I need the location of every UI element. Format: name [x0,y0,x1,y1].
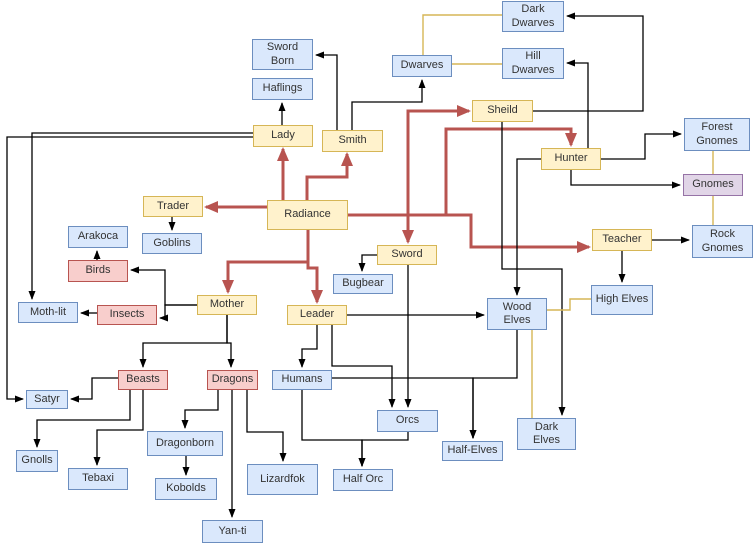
edge-leader-to-orcs[interactable] [331,325,396,408]
edge-beasts-to-satyr[interactable] [70,377,118,403]
node-gnolls[interactable]: Gnolls [16,450,58,472]
node-sword[interactable]: Sword [377,245,437,265]
edge-mother-to-birds[interactable] [130,266,197,306]
node-high-elves[interactable]: High Elves [591,285,653,315]
edge-lady-to-satyr[interactable] [6,136,253,403]
edge-dragons-to-dragonborn[interactable] [181,390,219,429]
edge-sheild-to-dark-elves[interactable] [501,122,566,416]
node-sheild[interactable]: Sheild [472,100,533,122]
node-bugbear[interactable]: Bugbear [333,274,393,294]
edge-humans-to-half-orc[interactable] [301,390,366,467]
node-radiance[interactable]: Radiance [267,200,348,230]
node-dwarves[interactable]: Dwarves [392,55,452,77]
node-lady[interactable]: Lady [253,125,313,147]
node-birds[interactable]: Birds [68,260,128,282]
edge-orcs-to-half-orc[interactable] [358,432,409,467]
node-arakoca[interactable]: Arakoca [68,226,128,248]
node-gnomes[interactable]: Gnomes [683,174,743,196]
edge-wood-elves-to-half-elves[interactable] [469,330,518,439]
node-teacher[interactable]: Teacher [592,229,652,251]
edge-radiance-to-smith[interactable] [305,152,353,200]
node-goblins[interactable]: Goblins [142,233,202,254]
edge-group [6,12,714,518]
edge-hunter-to-hill-dwarves[interactable] [566,59,589,148]
edge-mother-to-insects[interactable] [159,304,197,322]
node-smith[interactable]: Smith [322,130,383,152]
node-satyr[interactable]: Satyr [26,390,68,409]
edge-lady-to-moth-lit[interactable] [28,132,253,300]
edge-radiance-to-mother[interactable] [222,230,310,294]
node-forest-gnomes[interactable]: Forest Gnomes [684,118,750,151]
edge-radiance-to-teacher[interactable] [348,213,591,253]
node-yan-ti[interactable]: Yan-ti [202,520,263,543]
node-hunter[interactable]: Hunter [541,148,601,170]
edge-beasts-to-tebaxi[interactable] [93,390,144,466]
edge-leader-to-humans[interactable] [298,325,318,368]
node-sword-born[interactable]: Sword Born [252,39,313,70]
edge-hunter-to-wood-elves[interactable] [513,158,541,296]
node-dragons[interactable]: Dragons [207,370,258,390]
edge-beasts-to-gnolls[interactable] [33,390,131,448]
edge-hunter-to-forest-gnomes[interactable] [601,130,682,160]
node-orcs[interactable]: Orcs [377,410,438,432]
node-trader[interactable]: Trader [143,196,203,217]
node-kobolds[interactable]: Kobolds [155,478,217,500]
edge-radiance-to-sheild[interactable] [348,105,471,217]
node-rock-gnomes[interactable]: Rock Gnomes [692,225,753,258]
edge-smith-to-sword-born[interactable] [315,51,338,130]
node-dark-elves[interactable]: Dark Elves [517,418,576,450]
edge-smith-to-dwarves[interactable] [351,79,426,130]
edge-wood-elves-to-high-elves[interactable] [547,298,591,311]
node-half-orc[interactable]: Half Orc [333,469,393,491]
edge-sword-to-bugbear[interactable] [358,254,377,272]
edge-dwarves-to-dark-dwarves[interactable] [422,14,502,55]
node-leader[interactable]: Leader [287,305,347,325]
node-dark-dwarves[interactable]: Dark Dwarves [502,1,564,32]
edge-radiance-to-sword[interactable] [348,213,414,244]
node-moth-lit[interactable]: Moth-lit [18,302,78,323]
node-insects[interactable]: Insects [97,305,157,325]
node-humans[interactable]: Humans [272,370,332,390]
node-beasts[interactable]: Beasts [118,370,168,390]
node-dragonborn[interactable]: Dragonborn [147,431,223,456]
edge-radiance-to-leader[interactable] [306,230,323,304]
node-haflings[interactable]: Haflings [252,78,313,100]
edge-hunter-to-gnomes[interactable] [570,170,681,189]
edge-dragons-to-lizardfok[interactable] [246,390,287,462]
node-tebaxi[interactable]: Tebaxi [68,468,128,490]
edge-mother-to-dragons[interactable] [226,315,235,368]
node-wood-elves[interactable]: Wood Elves [487,298,547,330]
node-lizardfok[interactable]: Lizardfok [247,464,318,495]
node-mother[interactable]: Mother [197,295,257,315]
node-hill-dwarves[interactable]: Hill Dwarves [502,48,564,79]
node-half-elves[interactable]: Half-Elves [442,441,503,461]
